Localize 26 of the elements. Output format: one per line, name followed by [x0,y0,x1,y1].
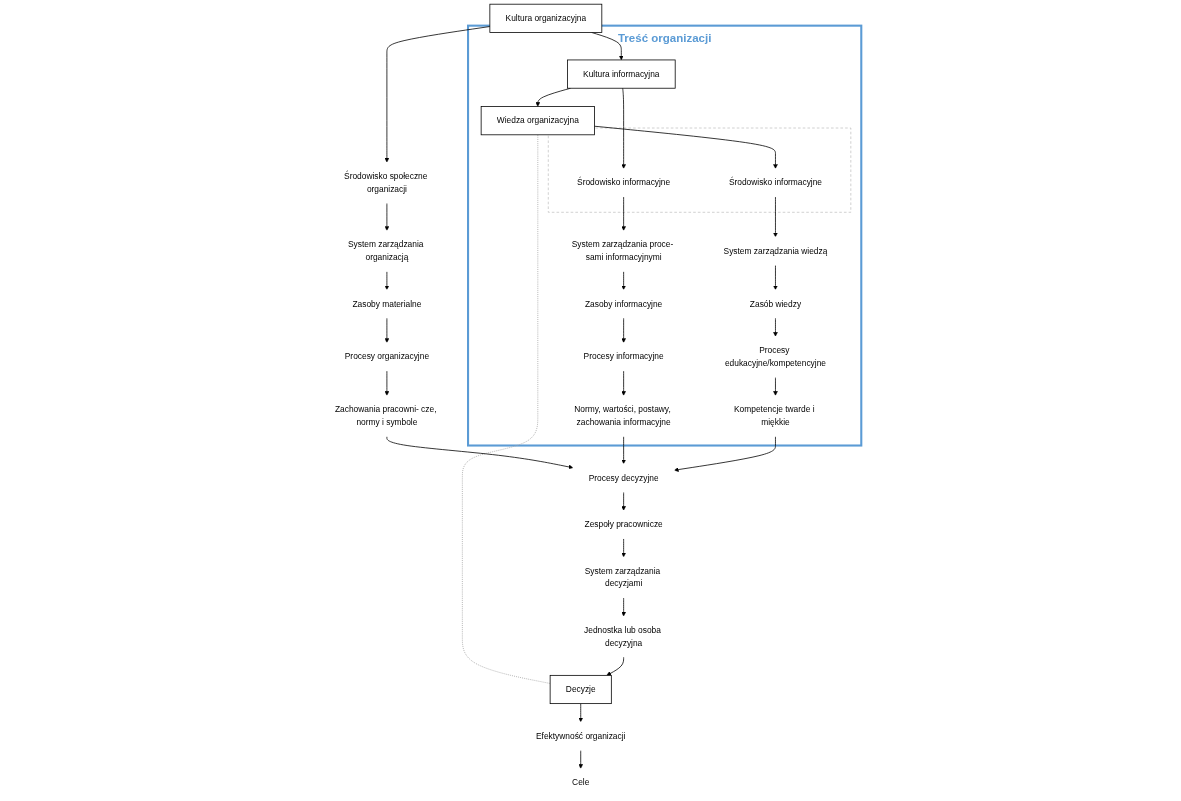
node-text: System zarządzania organizacją [348,240,424,262]
node-text: System zarządzania proce- sami informacyjnymi [572,240,674,262]
node-text: Zasoby informacyjne [585,299,663,309]
node-text: Zasoby materialne [352,299,422,309]
node-text: Procesy edukacyjne/kompetencyjne [725,345,827,368]
node-box: Kultura informacyjna [567,59,676,89]
node-text: Zespoły pracownicze [584,519,664,529]
node-box: Wiedza organizacyjna [481,106,596,136]
connector [462,134,551,684]
node-box: Kultura organizacyjna [489,3,603,33]
node-text: Środowisko społeczne organizacji [344,171,428,194]
node-text: Procesy informacyjne [584,352,665,361]
node-text: Zasób wiedzy [750,299,802,309]
node-text: Kompetencje twarde i miękkie [734,404,816,427]
node-text: Procesy decyzyjne [589,473,659,483]
node-text: System zarządzania wiedzą [723,246,828,256]
node-text: Procesy organizacyjne [345,352,430,361]
node-text: Normy, wartości, postawy, zachowania informacyjne [574,404,672,427]
node-box: Decyzje [550,674,613,704]
node-text: Zachowania pracowni- cze, normy i symbole [335,404,437,427]
node-text: Środowisko informacyjne [577,178,671,187]
node-text: System zarządzania decyzjami [585,566,661,588]
node-text: Środowisko informacyjne [729,178,823,187]
node-text: Cele [572,777,590,787]
node-text: Efektywność organizacji [536,731,626,741]
node-text: Jednostka lub osoba decyzyjna [584,625,662,648]
